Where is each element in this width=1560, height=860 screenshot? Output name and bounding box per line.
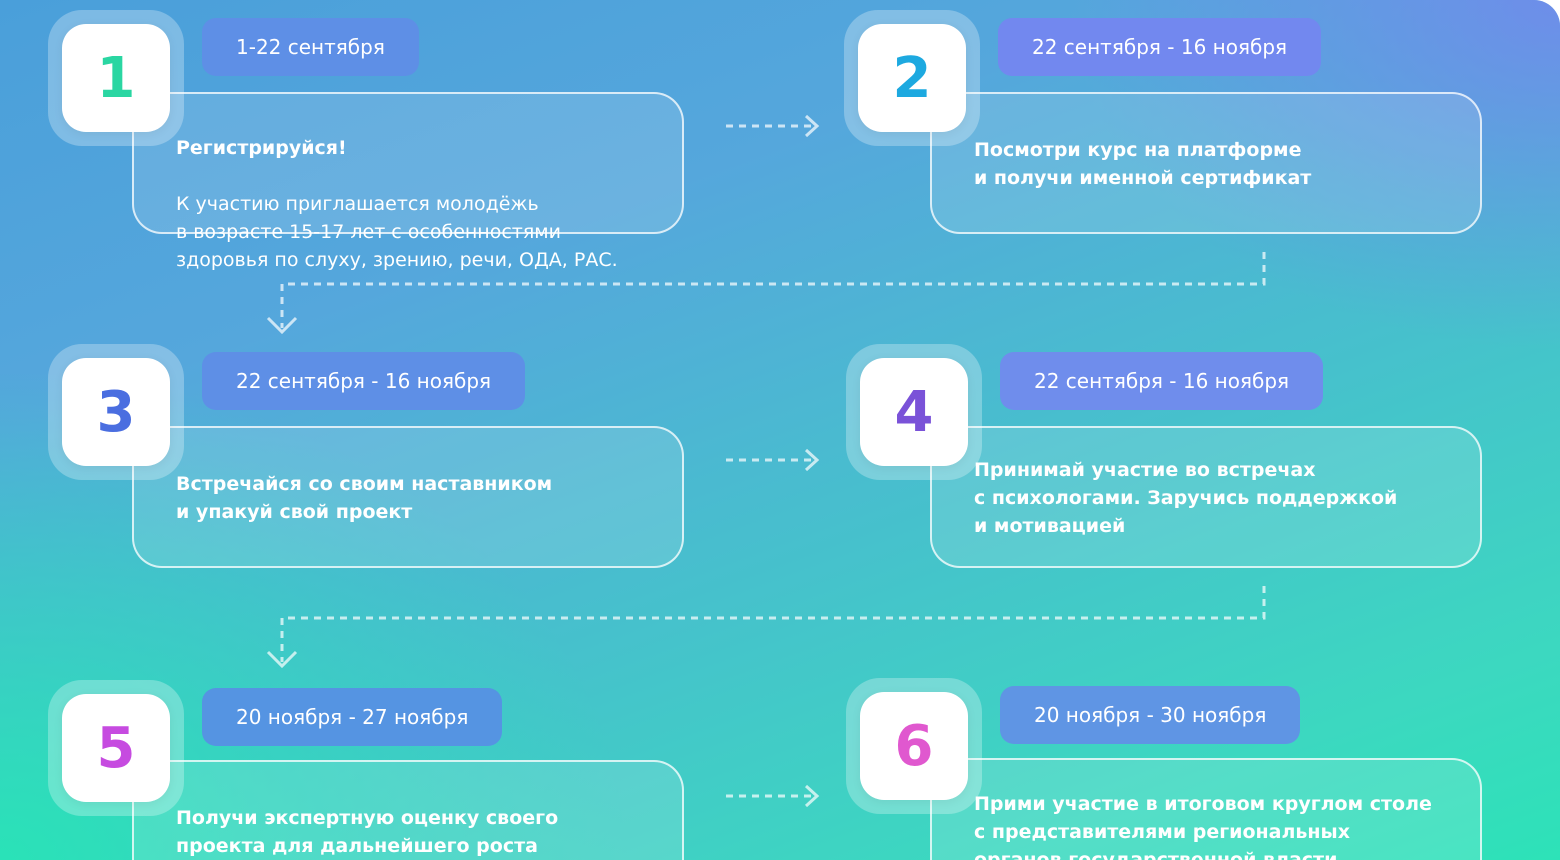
step-number-badge: 3 [48,344,184,480]
date-badge: 1-22 сентября [202,18,419,76]
arrow-down-connector-icon [266,586,1266,669]
date-badge: 22 сентября - 16 ноября [1000,352,1324,410]
arrow-right-icon [726,784,820,808]
step-description: К участию приглашается молодёжь в возрас… [176,193,618,271]
step-card: Принимай участие во встречах с психолога… [930,426,1482,568]
step-number-badge: 6 [846,678,982,814]
step-number: 6 [860,692,968,800]
step-card: Прими участие в итоговом круглом столе с… [930,758,1482,860]
step-card: Посмотри курс на платформе и получи имен… [930,92,1482,234]
step-number: 4 [860,358,968,466]
date-label: 20 ноября - 27 ноября [236,705,469,729]
step-description: Встречайся со своим наставником и упакуй… [176,473,553,523]
step-number: 1 [62,24,170,132]
date-label: 22 сентября - 16 ноября [1032,35,1288,59]
step-number-badge: 1 [48,10,184,146]
step-title: Регистрируйся! [176,137,347,159]
date-label: 1-22 сентября [236,35,385,59]
step-number-badge: 5 [48,680,184,816]
step-number-badge: 2 [844,10,980,146]
step-number: 2 [858,24,966,132]
step-number: 3 [62,358,170,466]
date-badge: 22 сентября - 16 ноября [998,18,1322,76]
date-label: 22 сентября - 16 ноября [1034,369,1290,393]
date-badge: 22 сентября - 16 ноября [202,352,526,410]
step-number-badge: 4 [846,344,982,480]
step-description: Посмотри курс на платформе и получи имен… [974,139,1312,189]
step-description: Принимай участие во встречах с психолога… [974,459,1398,537]
step-card: Получи экспертную оценку своего проекта … [132,760,684,860]
step-number: 5 [62,694,170,802]
date-label: 22 сентября - 16 ноября [236,369,492,393]
arrow-right-icon [726,114,820,138]
step-card: Регистрируйся! К участию приглашается мо… [132,92,684,271]
date-label: 20 ноября - 30 ноября [1034,703,1267,727]
step-card: Встречайся со своим наставником и упакуй… [132,426,684,568]
date-badge: 20 ноября - 30 ноября [1000,686,1301,744]
step-description: Прими участие в итоговом круглом столе с… [974,793,1432,860]
arrow-right-icon [726,448,820,472]
date-badge: 20 ноября - 27 ноября [202,688,503,746]
arrow-down-connector-icon [266,252,1266,335]
step-description: Получи экспертную оценку своего проекта … [176,807,559,857]
